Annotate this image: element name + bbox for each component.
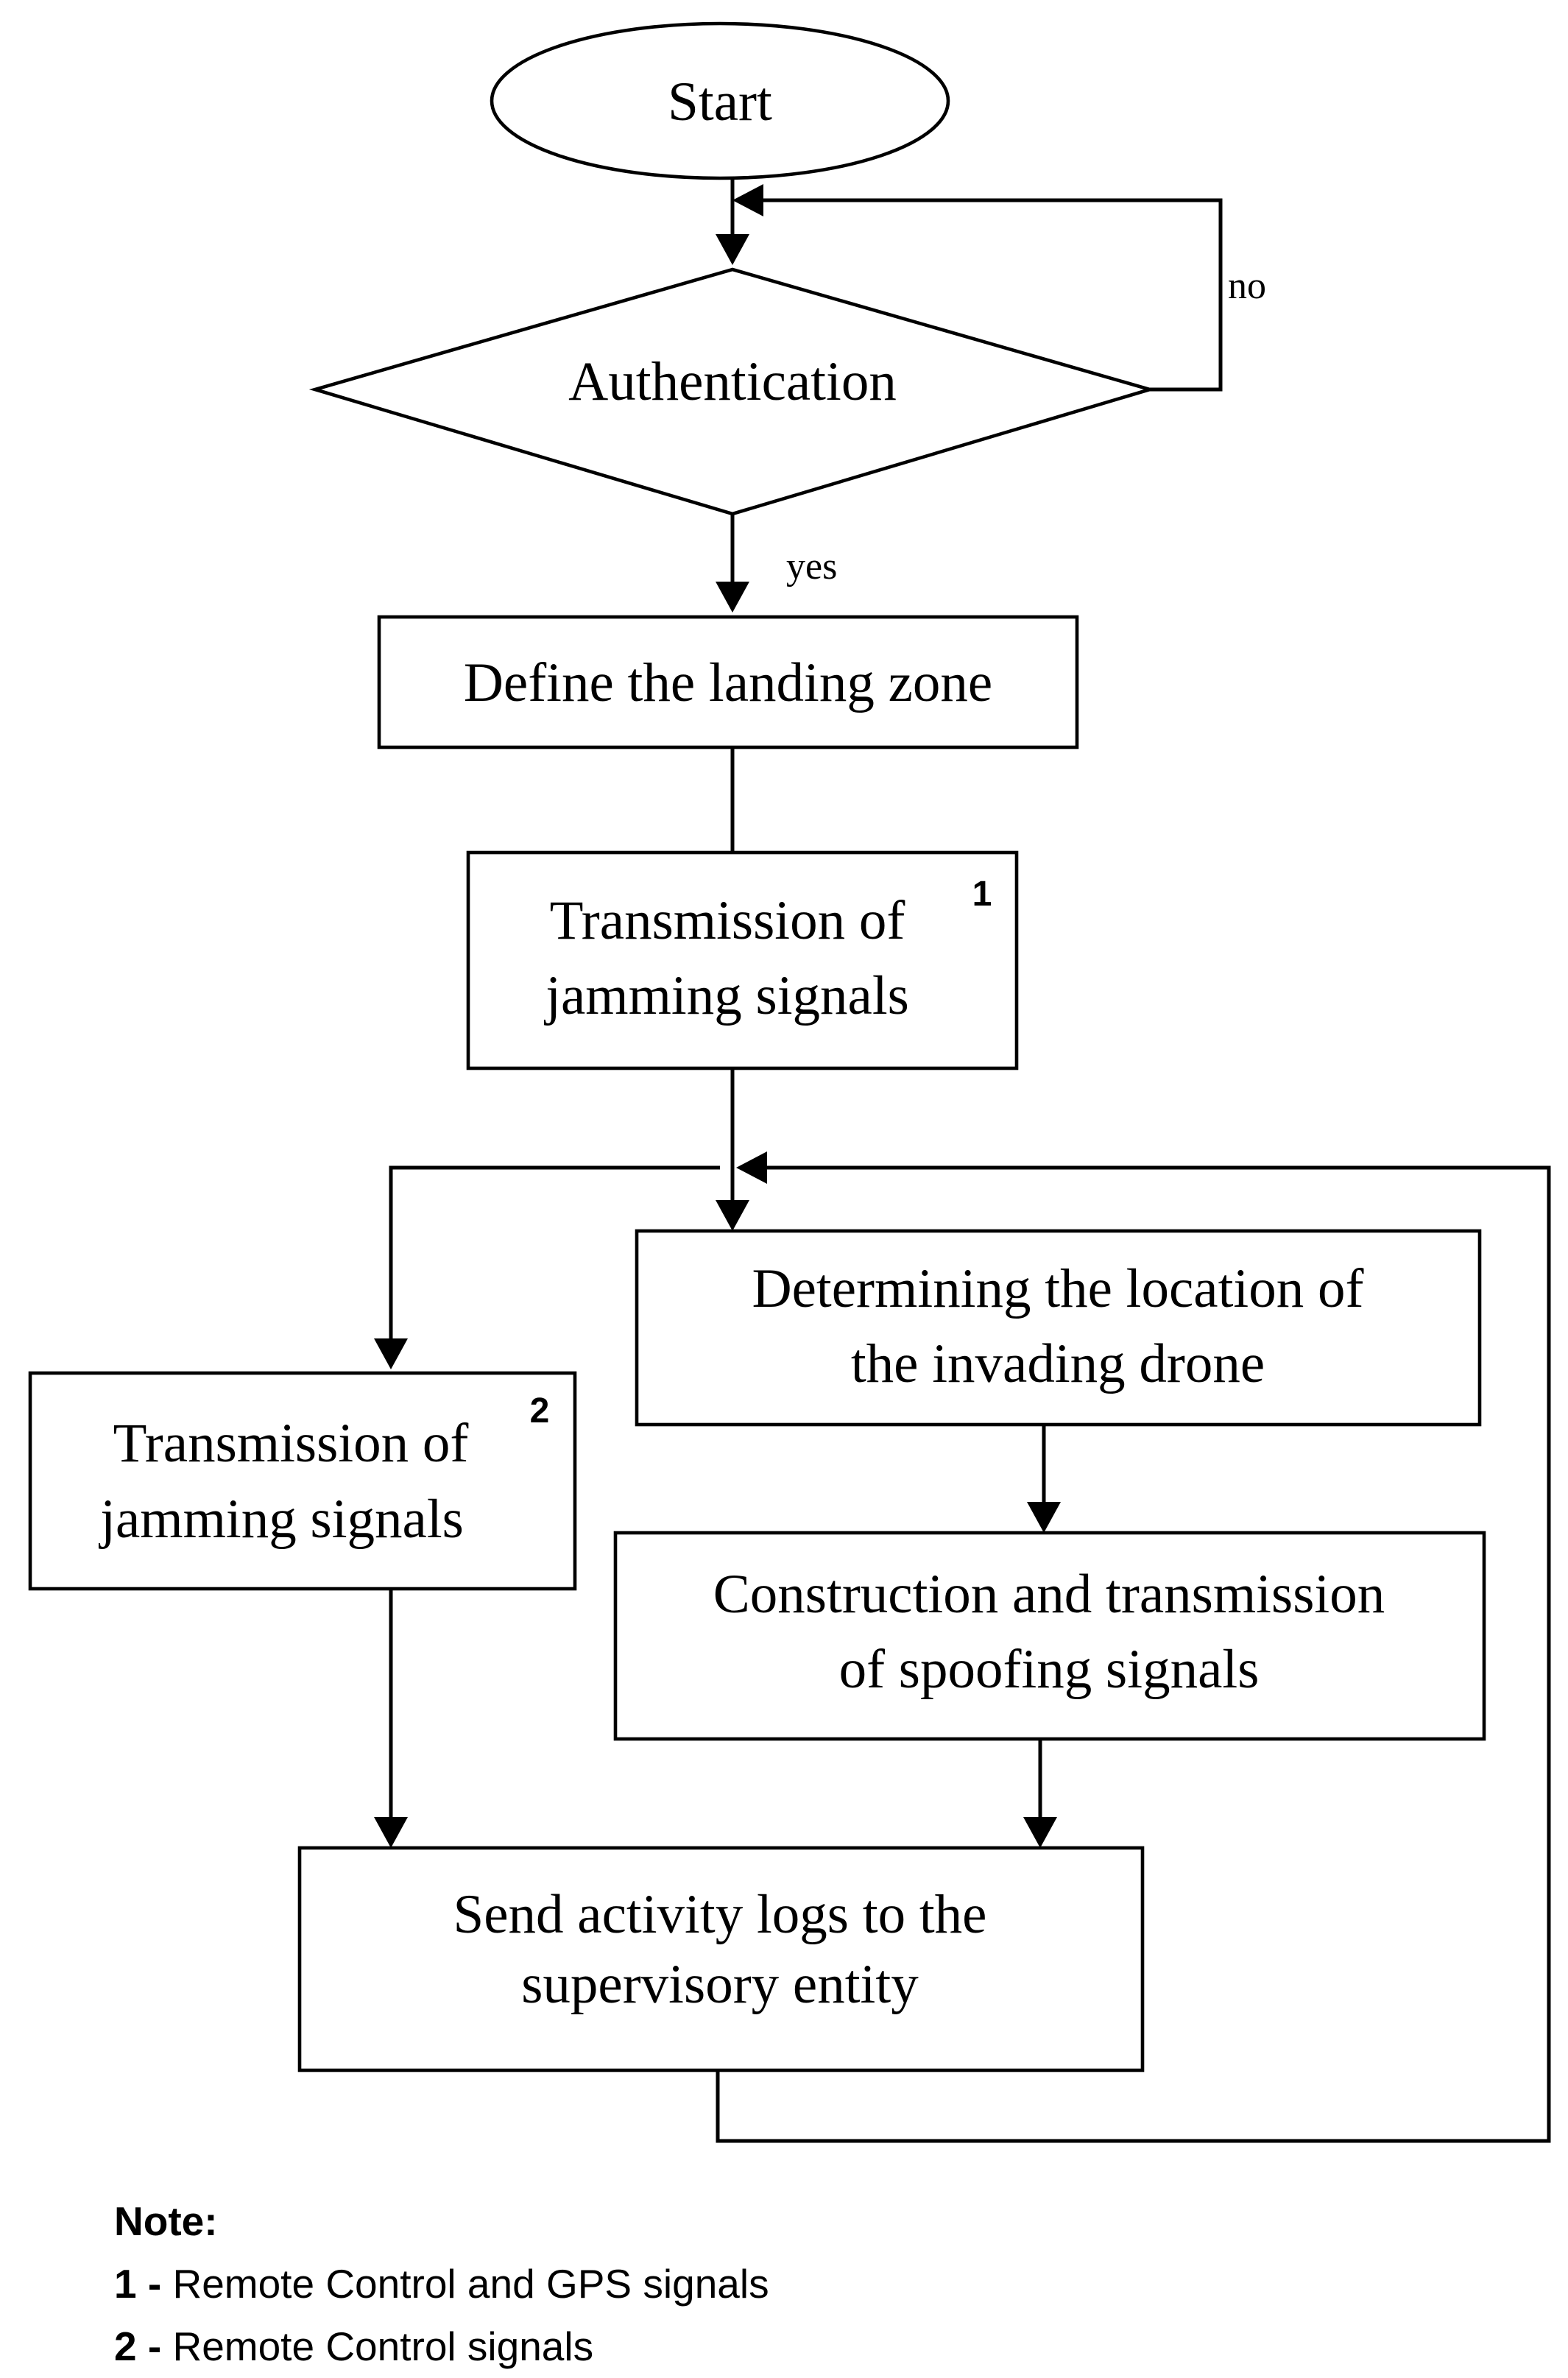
edge-label-no: no (1228, 265, 1266, 307)
jamming-2-footnote-marker: 2 (530, 1391, 550, 1430)
spoofing-label-line-1: Construction and transmission (713, 1564, 1385, 1625)
arrowhead (732, 184, 763, 216)
jamming-1-node: Transmission of jamming signals 1 (466, 850, 1019, 1070)
edge-spoofing-to-logs (1023, 1739, 1057, 1848)
edge-logs-loop-back (716, 1151, 1551, 2143)
locate-drone-node: Determining the location of the invading… (635, 1229, 1482, 1427)
note-title: Note: (114, 2198, 218, 2244)
edge-label-yes: yes (786, 546, 837, 588)
edge-locate-to-spoofing (1027, 1425, 1061, 1533)
note-item-2-text: Remote Control signals (172, 2324, 594, 2369)
edge-split-to-jamming-2 (374, 1165, 720, 1369)
spoofing-label-line-2: of spoofing signals (839, 1639, 1260, 1700)
authentication-decision: Authentication (308, 267, 1156, 516)
note-item-2: 2 - Remote Control signals (114, 2315, 769, 2378)
jamming-2-label-line-2: jamming signals (98, 1489, 464, 1550)
arrowhead (736, 1151, 767, 1184)
edge-authentication-yes: yes (716, 514, 837, 613)
arrowhead (716, 582, 749, 613)
jamming-1-label-line-1: Transmission of (550, 890, 905, 951)
arrowhead (1023, 1817, 1057, 1848)
arrowhead (716, 234, 749, 265)
locate-drone-label-line-1: Determining the location of (752, 1258, 1363, 1319)
send-logs-label-line-1: Send activity logs to the (453, 1884, 987, 1945)
send-logs-label-line-2: supervisory entity (521, 1954, 919, 2015)
jamming-1-label-line-2: jamming signals (543, 965, 909, 1026)
start-node: Start (490, 21, 950, 180)
edge-jamming-2-to-logs (374, 1589, 408, 1848)
jamming-2-label-line-1: Transmission of (113, 1413, 469, 1474)
note-item-2-marker: 2 - (114, 2324, 162, 2369)
jamming-2-node: Transmission of jamming signals 2 (28, 1371, 577, 1591)
landing-zone-node: Define the landing zone (377, 615, 1079, 749)
arrowhead (1027, 1502, 1061, 1533)
arrowhead (374, 1338, 408, 1369)
arrowhead (374, 1817, 408, 1848)
note-item-1: 1 - Remote Control and GPS signals (114, 2253, 769, 2315)
edge-authentication-no-loop: no (732, 184, 1266, 392)
start-label: Start (668, 71, 772, 133)
edge-start-to-authentication (716, 178, 749, 265)
diagram-note: Note: 1 - Remote Control and GPS signals… (114, 2190, 769, 2378)
edge-jamming-1-to-split (716, 1068, 749, 1231)
spoofing-node: Construction and transmission of spoofin… (613, 1531, 1486, 1741)
note-item-1-marker: 1 - (114, 2261, 162, 2307)
send-logs-node: Send activity logs to the supervisory en… (297, 1846, 1145, 2072)
authentication-label: Authentication (568, 351, 897, 412)
arrowhead (716, 1200, 749, 1231)
landing-zone-label: Define the landing zone (464, 652, 992, 713)
locate-drone-label-line-2: the invading drone (851, 1333, 1265, 1394)
note-item-1-text: Remote Control and GPS signals (172, 2261, 769, 2307)
jamming-1-footnote-marker: 1 (972, 875, 992, 914)
